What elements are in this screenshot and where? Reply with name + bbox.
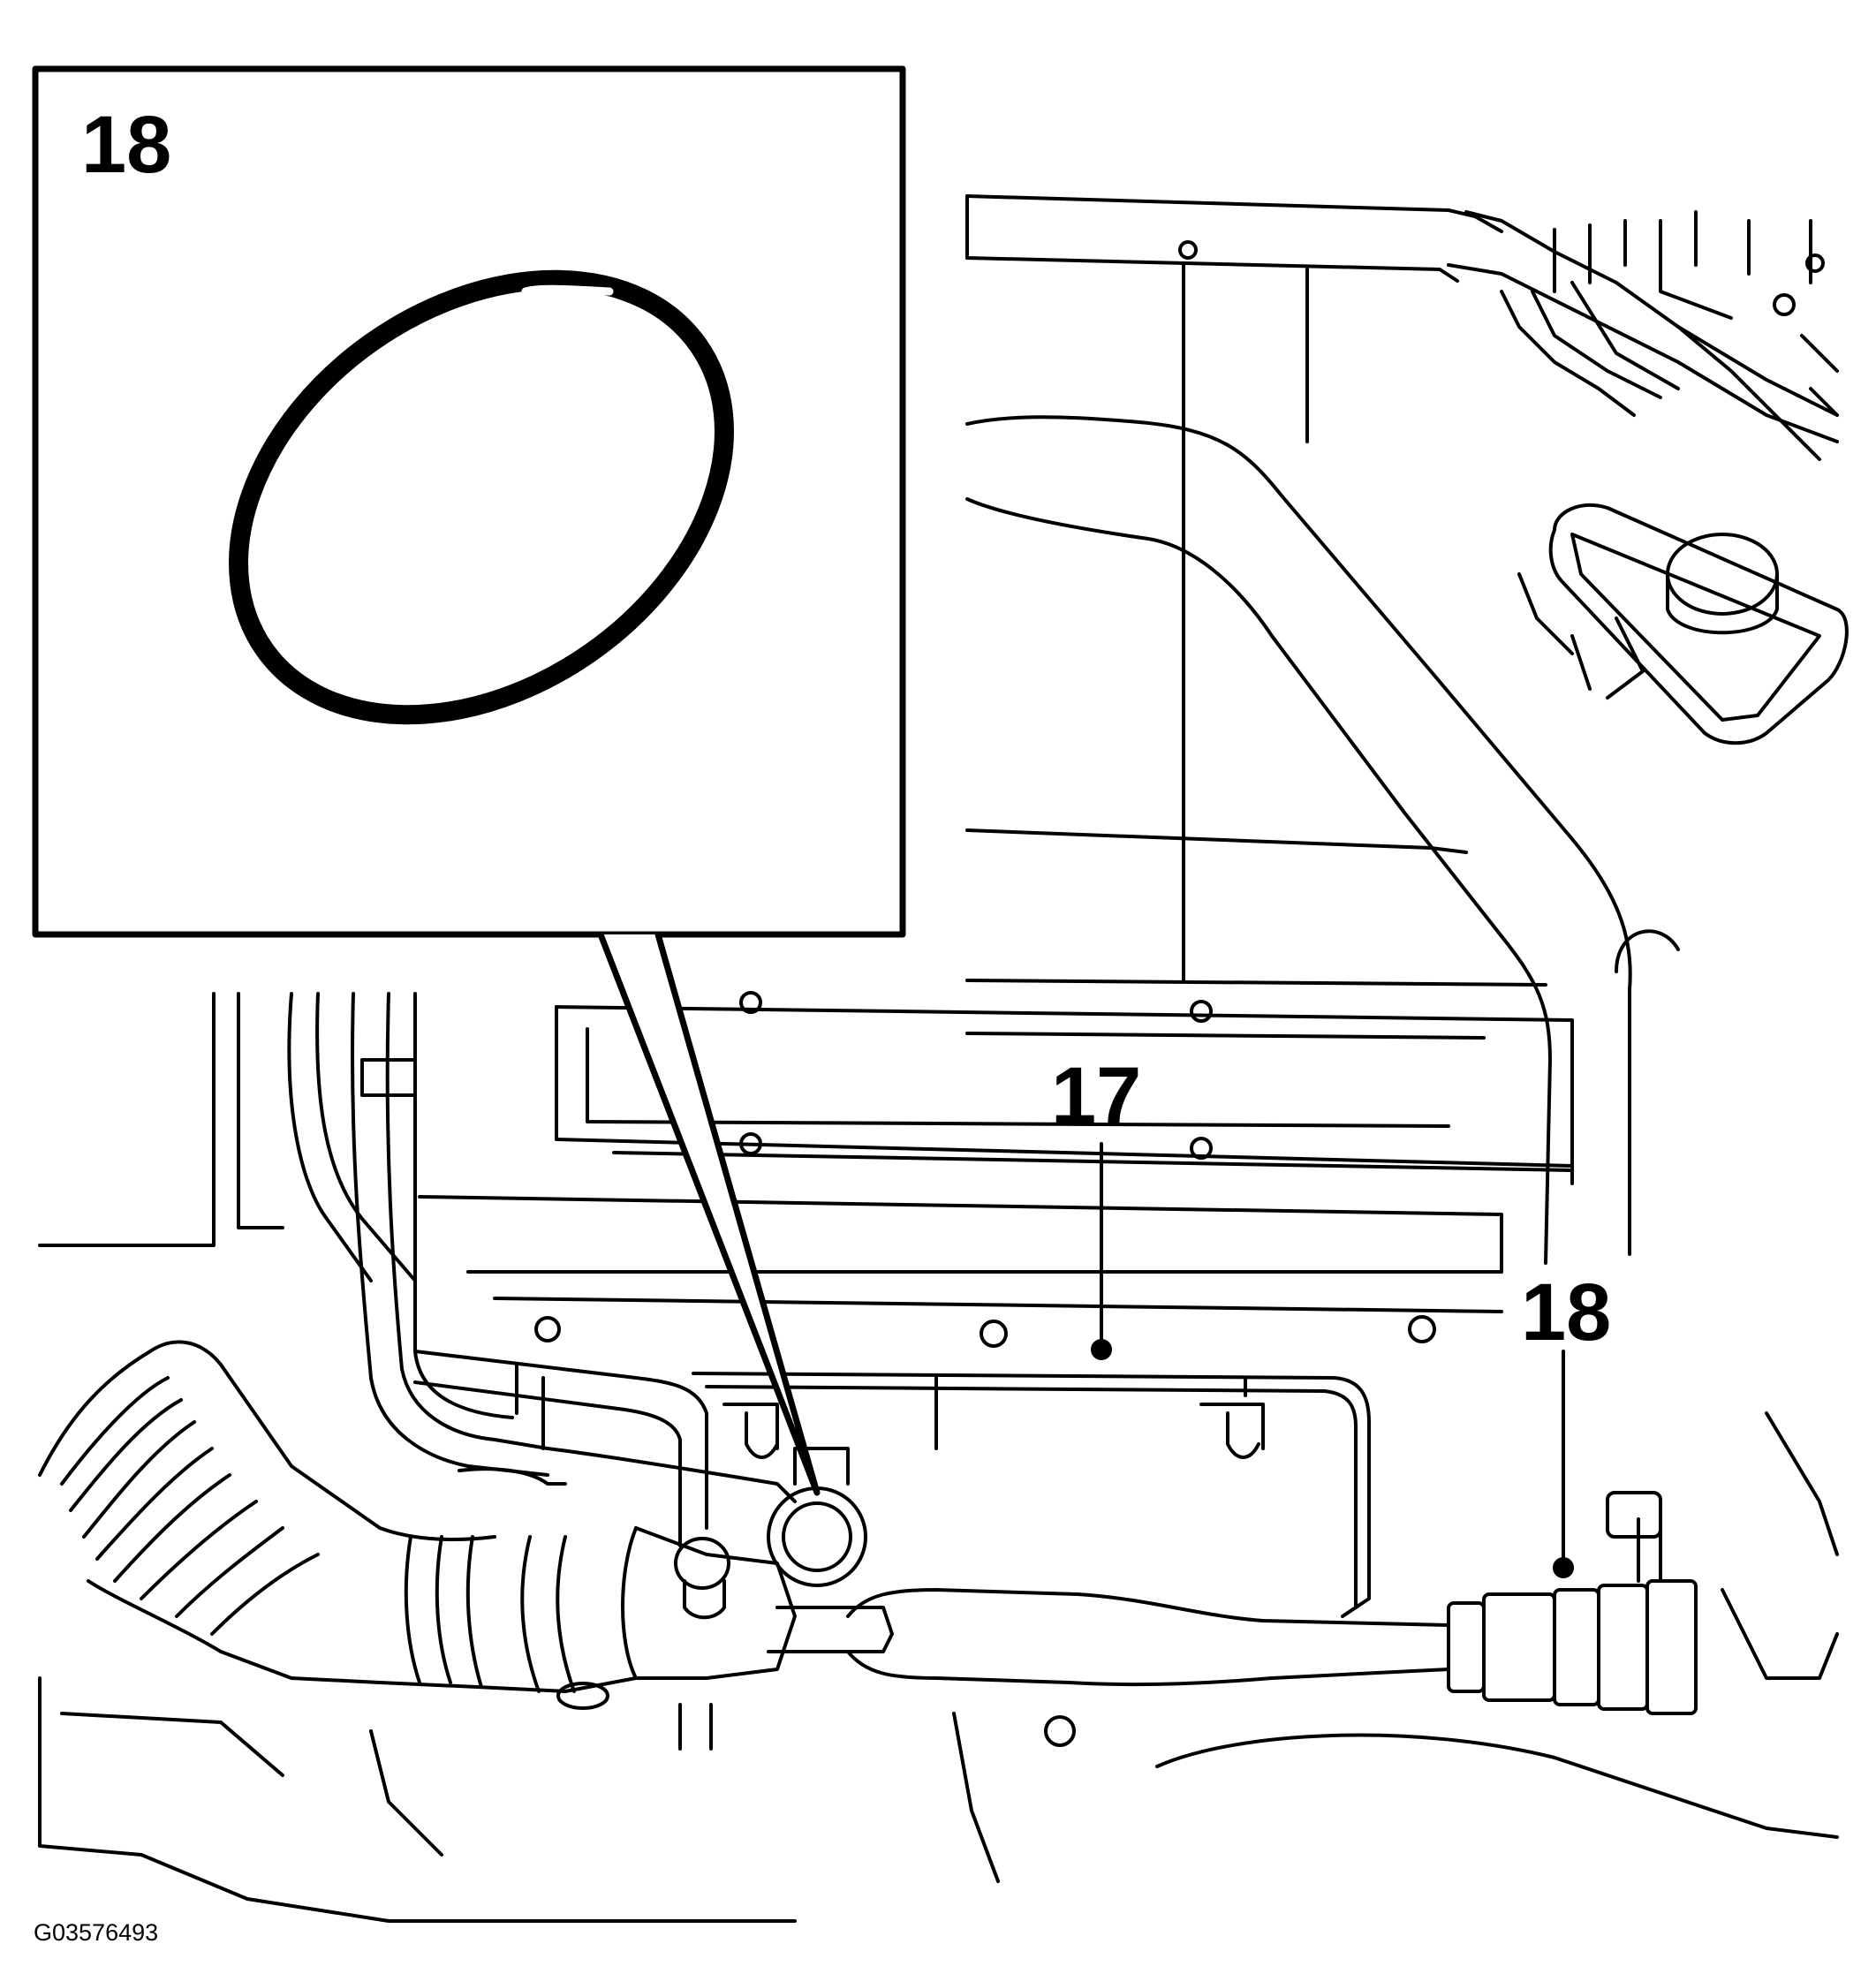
inset-pointer <box>597 931 821 1496</box>
lower-structure <box>38 1411 1839 1923</box>
intake-pipe <box>965 415 1680 1265</box>
intake-bellows <box>38 1340 797 1710</box>
upper-engine-structure <box>965 194 1839 982</box>
gasket-ring <box>229 269 734 725</box>
coolant-hose <box>846 1491 1698 1715</box>
detail-inset <box>32 65 906 938</box>
figure-id: G03576493 <box>34 1919 159 1946</box>
part-18-label: 18 <box>1521 1267 1612 1358</box>
ignition-cover <box>692 1372 1371 1618</box>
inset-part-number: 18 <box>81 100 172 190</box>
part-17-label: 17 <box>1051 1051 1142 1141</box>
fluid-reservoir <box>1517 503 1849 745</box>
leader-lines <box>597 931 1574 1578</box>
valve-cover <box>418 828 1574 1348</box>
throttle-body <box>674 1447 894 1751</box>
left-hoses <box>38 992 797 1547</box>
